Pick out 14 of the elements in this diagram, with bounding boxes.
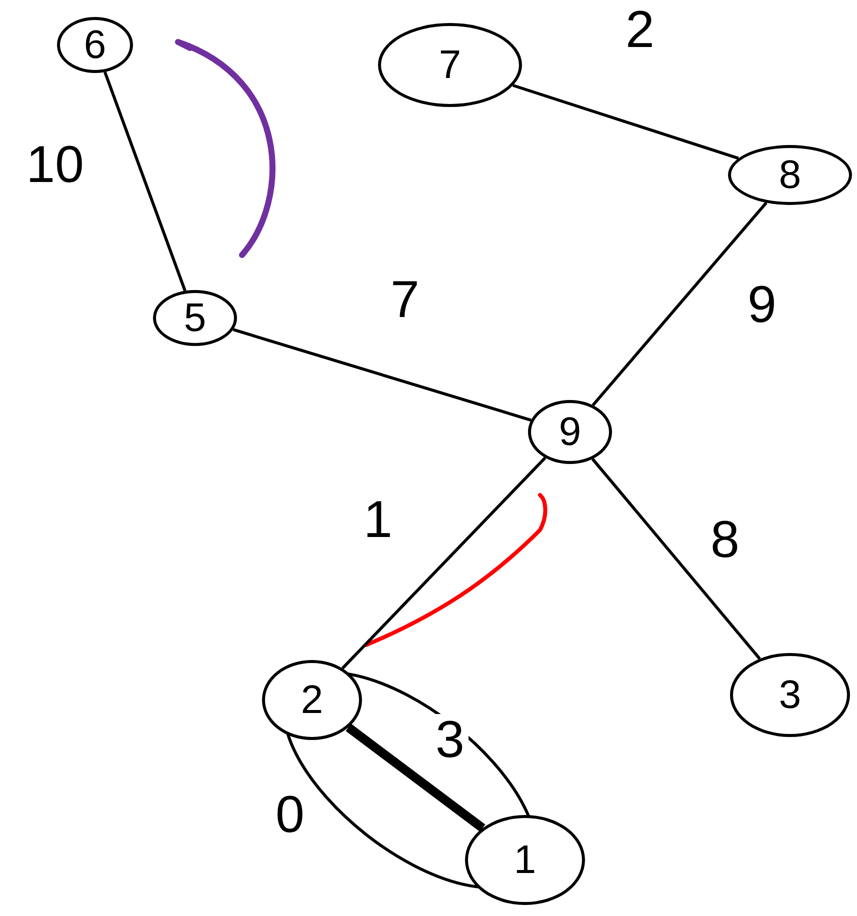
edge-line: [591, 458, 761, 660]
node-number: 3: [778, 675, 802, 715]
node-number: 9: [558, 412, 582, 452]
node-number: 8: [778, 155, 802, 195]
node-number: 6: [84, 25, 106, 65]
note-label: 0: [276, 789, 304, 841]
edge-line: [346, 724, 486, 832]
node-number: 7: [438, 45, 462, 85]
edge-line: [104, 72, 186, 292]
node-number: 5: [184, 298, 206, 338]
node-number: 1: [514, 840, 536, 880]
node-number: 2: [300, 680, 324, 720]
edge-line: [341, 456, 546, 670]
edge-line: [232, 328, 532, 422]
